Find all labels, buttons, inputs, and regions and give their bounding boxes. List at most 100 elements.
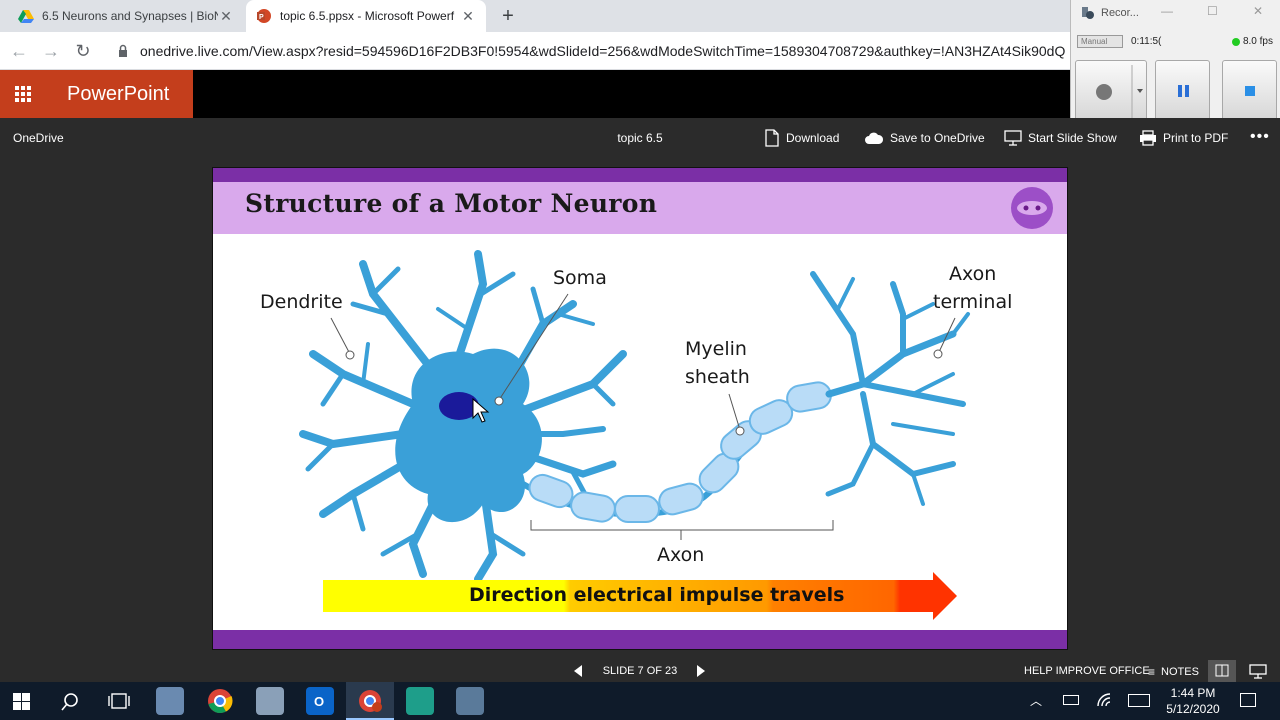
slide-top-bar [213, 168, 1067, 182]
maximize-icon[interactable]: ☐ [1207, 4, 1218, 18]
recorder-mode-select[interactable]: Manual [1077, 35, 1123, 48]
nucleus [439, 392, 479, 420]
chrome-profile-icon [359, 690, 382, 712]
recorder-elapsed: 0:11:5( [1131, 36, 1162, 47]
label-leaders [330, 293, 956, 540]
taskbar-active-app[interactable] [346, 682, 394, 720]
recorder-title: Recor... [1081, 6, 1139, 20]
close-icon[interactable]: ✕ [462, 7, 474, 24]
command-bar: OneDrive topic 6.5 Download Save to OneD… [0, 118, 1280, 158]
address-bar: ← → ↻ onedrive.live.com/View.aspx?resid=… [0, 32, 1070, 70]
neuron-diagram: Dendrite Soma Axon terminal Myelin sheat… [260, 250, 1012, 620]
minimize-icon[interactable]: — [1161, 4, 1173, 18]
label-myelin-line2: sheath [685, 366, 750, 388]
browser-tab-strip: 6.5 Neurons and Synapses | BioN ✕ P topi… [0, 0, 1070, 32]
start-slide-show-button[interactable]: Start Slide Show [1004, 128, 1117, 148]
browser-tab-topic[interactable]: P topic 6.5.ppsx - Microsoft Powerf ✕ [246, 0, 486, 32]
outlook-icon[interactable]: O [306, 687, 334, 715]
system-clock[interactable]: 1:44 PM 5/12/2020 [1166, 686, 1220, 716]
label-soma: Soma [553, 267, 607, 289]
book-icon [1215, 664, 1229, 677]
previous-slide-icon[interactable] [574, 665, 582, 677]
wifi-icon[interactable] [1096, 692, 1112, 708]
breadcrumb[interactable]: OneDrive [13, 131, 64, 145]
recorder-app-icon [1082, 7, 1094, 19]
windows-taskbar: O ︿ 1:44 PM 5/12/2020 [0, 682, 1280, 720]
label-axon-terminal-line2: terminal [933, 291, 1012, 313]
slide-title: Structure of a Motor Neuron [245, 189, 658, 218]
pause-icon [1178, 85, 1189, 97]
label-myelin-line1: Myelin [685, 338, 747, 360]
svg-text:P: P [259, 14, 264, 21]
screen-recorder-window: Recor... — ☐ ✕ Manual 0:11:5( 8.0 fps [1070, 0, 1280, 128]
recorder-taskbar-icon[interactable] [456, 687, 484, 715]
keyboard-icon[interactable] [1128, 694, 1150, 707]
print-to-pdf-button[interactable]: Print to PDF [1139, 128, 1228, 148]
download-icon [765, 129, 779, 147]
axon [521, 381, 832, 523]
tab-title: topic 6.5.ppsx - Microsoft Powerf [280, 9, 455, 23]
task-view-icon[interactable] [108, 692, 130, 710]
next-slide-icon[interactable] [697, 665, 705, 677]
windows-start-icon[interactable] [13, 693, 30, 710]
people-app-icon[interactable] [156, 687, 184, 715]
forward-arrow-icon[interactable]: → [42, 41, 60, 61]
label-dendrite: Dendrite [260, 291, 343, 313]
record-icon [1096, 65, 1143, 119]
back-arrow-icon[interactable]: ← [10, 41, 28, 61]
browser-tab-bionotes[interactable]: 6.5 Neurons and Synapses | BioN ✕ [8, 0, 244, 32]
soma [395, 348, 542, 523]
slide-canvas: Structure of a Motor Neuron [212, 167, 1068, 650]
slide-counter: SLIDE 7 OF 23 [602, 665, 678, 677]
stop-button[interactable] [1222, 60, 1277, 122]
cloud-icon [865, 132, 884, 144]
close-icon[interactable]: ✕ [1253, 4, 1264, 18]
svg-text:O: O [314, 694, 324, 709]
search-icon[interactable] [60, 692, 80, 712]
close-icon[interactable]: ✕ [220, 7, 232, 24]
new-tab-button[interactable]: + [502, 5, 514, 27]
recorder-fps: 8.0 fps [1231, 36, 1273, 47]
notification-icon[interactable] [1240, 693, 1256, 707]
stop-icon [1245, 86, 1255, 96]
pause-button[interactable] [1155, 60, 1210, 122]
mouse-cursor-icon [472, 397, 490, 423]
download-button[interactable]: Download [764, 128, 839, 148]
status-bar: SLIDE 7 OF 23 HELP IMPROVE OFFICE ≡NOTES [0, 660, 1280, 682]
chrome-icon[interactable] [206, 687, 234, 715]
record-button[interactable] [1075, 60, 1147, 122]
lock-icon [119, 44, 127, 57]
tab-title: 6.5 Neurons and Synapses | BioN [42, 9, 218, 23]
notes-toggle[interactable]: ≡NOTES [1148, 665, 1199, 679]
powerpoint-icon: P [257, 9, 271, 23]
reload-icon[interactable]: ↻ [75, 41, 91, 61]
office-header: PowerPoint [0, 70, 1070, 118]
help-improve-office-link[interactable]: HELP IMPROVE OFFICE [1024, 665, 1150, 677]
more-options-icon[interactable]: ••• [1250, 128, 1270, 145]
app-launcher-button[interactable] [0, 70, 46, 118]
save-to-onedrive-button[interactable]: Save to OneDrive [864, 128, 985, 148]
impulse-direction-label: Direction electrical impulse travels [469, 584, 844, 606]
recorder-status: Manual 0:11:5( 8.0 fps [1075, 34, 1277, 50]
label-axon: Axon [657, 544, 704, 566]
label-axon-terminal-line1: Axon [949, 263, 996, 285]
google-drive-icon [18, 10, 34, 23]
battery-icon[interactable] [1063, 695, 1079, 705]
axon-terminal [810, 271, 970, 506]
slide-header-band [213, 182, 1067, 234]
app-name[interactable]: PowerPoint [46, 70, 193, 118]
impulse-direction-arrow [323, 572, 957, 620]
waffle-icon [15, 86, 31, 102]
notes-app-icon[interactable] [406, 687, 434, 715]
paint-app-icon[interactable] [256, 687, 284, 715]
slide-bottom-bar [213, 630, 1067, 649]
status-dot-icon [1231, 37, 1240, 46]
show-hidden-icons-icon[interactable]: ︿ [1030, 694, 1043, 708]
url-field[interactable]: onedrive.live.com/View.aspx?resid=594596… [140, 43, 1065, 59]
slide-show-view-icon[interactable] [1248, 663, 1268, 679]
document-title: topic 6.5 [617, 131, 663, 145]
presentation-icon [1004, 130, 1022, 146]
printer-icon [1140, 130, 1156, 146]
reading-view-button[interactable] [1208, 660, 1236, 682]
